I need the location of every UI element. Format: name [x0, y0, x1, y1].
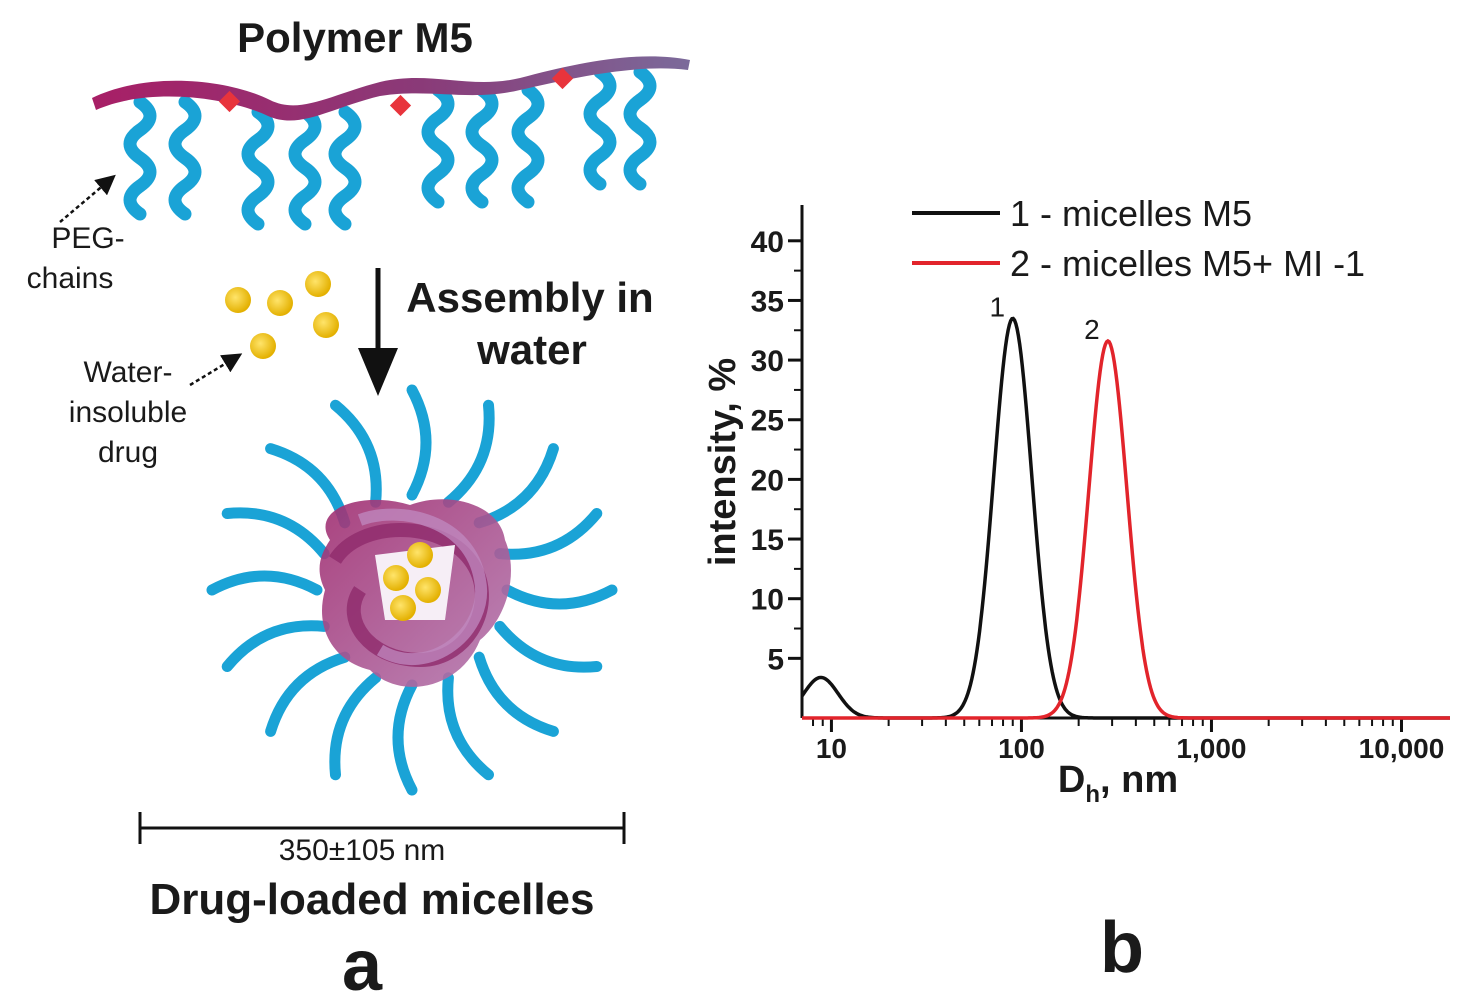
corona-peg-chain	[406, 384, 432, 501]
corona-peg-chain	[329, 672, 382, 781]
legend-label: 1 - micelles M5	[1010, 193, 1252, 234]
x-tick-label: 10,000	[1359, 733, 1445, 764]
micelle-core-ribbon	[357, 508, 488, 666]
polymer-title: Polymer M5	[237, 14, 473, 61]
y-tick-label: 20	[751, 464, 784, 497]
drug-label-line1: Water-	[84, 356, 173, 389]
legend: 1 - micelles M5 2 - micelles M5+ MI -1	[912, 193, 1365, 284]
x-tick-label: 100	[998, 733, 1045, 764]
drug-particle	[250, 333, 276, 359]
peg-chain	[123, 95, 157, 221]
peg-chain	[583, 65, 617, 191]
drug-particle	[267, 290, 293, 316]
series-line	[802, 338, 1450, 720]
y-tick-label: 25	[751, 405, 784, 438]
peg-chain	[421, 83, 455, 209]
corona-peg-chain	[442, 672, 494, 781]
peg-chain	[511, 83, 545, 209]
assembly-label-line1: Assembly in	[406, 274, 653, 321]
drug-particle	[383, 565, 409, 591]
corona-peg-chain	[221, 620, 330, 672]
panel-b-letter: b	[1100, 908, 1144, 988]
micelle	[206, 384, 618, 796]
y-tick-label: 5	[767, 643, 784, 676]
corona-peg-chain	[494, 508, 603, 560]
x-axis-label-rest: , nm	[1100, 759, 1178, 801]
drug-particle	[305, 271, 331, 297]
corona-peg-chain	[442, 399, 495, 508]
drug-label-line2: insoluble	[69, 396, 187, 429]
y-tick-label: 40	[751, 226, 784, 259]
peg-pointer-arrow	[59, 174, 116, 223]
corona-peg-chain	[265, 651, 351, 737]
y-ticks: 5 10 15 20 25 30 35 40	[751, 226, 802, 676]
peg-chains	[123, 65, 657, 231]
y-tick-label: 30	[751, 345, 784, 378]
x-axis-label: Dh, nm	[1058, 759, 1178, 808]
y-tick-label: 35	[751, 285, 784, 318]
y-tick-label: 15	[751, 524, 784, 557]
conjugate-marker	[551, 67, 574, 90]
series-lines: 12	[800, 291, 1450, 720]
peg-chain	[328, 105, 362, 231]
x-ticks: 10 100 1,000 10,000	[812, 718, 1445, 764]
corona-peg-chain	[501, 584, 618, 610]
drug-particle	[390, 595, 416, 621]
series-line	[800, 316, 1450, 720]
peg-chain	[288, 105, 322, 231]
peg-chain	[623, 65, 657, 191]
polymer-backbone	[92, 56, 690, 121]
scale-bar-label: 350±105 nm	[279, 834, 446, 867]
corona-peg-chain	[206, 570, 323, 596]
corona-peg-chain	[494, 620, 603, 673]
conjugate-marker	[218, 90, 241, 113]
drug-particle	[407, 542, 433, 568]
x-tick-label: 10	[816, 733, 847, 764]
drug-pointer-arrow	[189, 353, 243, 387]
y-axis-label: intensity, %	[702, 358, 744, 566]
curve-label: 2	[1084, 314, 1100, 345]
drug-particle	[313, 312, 339, 338]
drug-particle	[225, 287, 251, 313]
corona-peg-chain	[473, 443, 559, 529]
panel-a-caption: Drug-loaded micelles	[149, 875, 594, 924]
peg-chain	[168, 95, 202, 221]
peg-label-line1: PEG-	[51, 222, 124, 255]
drug-cluster	[225, 271, 339, 359]
conjugate-marker	[389, 94, 412, 117]
peg-label-line2: chains	[27, 262, 114, 295]
corona-peg-chain	[330, 399, 382, 508]
assembly-arrow-head	[358, 348, 398, 396]
corona-peg-chain	[221, 507, 330, 560]
x-axis-label-subscript: h	[1085, 781, 1100, 808]
x-tick-label: 1,000	[1176, 733, 1246, 764]
drug-particle	[415, 577, 441, 603]
corona-peg-chain	[392, 679, 418, 796]
corona-peg-chain	[473, 651, 559, 737]
curve-label: 1	[989, 291, 1005, 322]
scale-bar	[138, 812, 626, 844]
peg-chain	[465, 83, 499, 209]
peg-chain	[241, 105, 275, 231]
panel-a: Polymer M5 PEG- chains Water- insoluble …	[27, 14, 690, 1001]
legend-label: 2 - micelles M5+ MI -1	[1010, 243, 1365, 284]
y-tick-label: 10	[751, 584, 784, 617]
x-axis-label-main: D	[1058, 759, 1085, 801]
assembly-label-line2: water	[476, 326, 587, 373]
drug-label-line3: drug	[98, 436, 158, 469]
panel-a-letter: a	[342, 926, 383, 1001]
